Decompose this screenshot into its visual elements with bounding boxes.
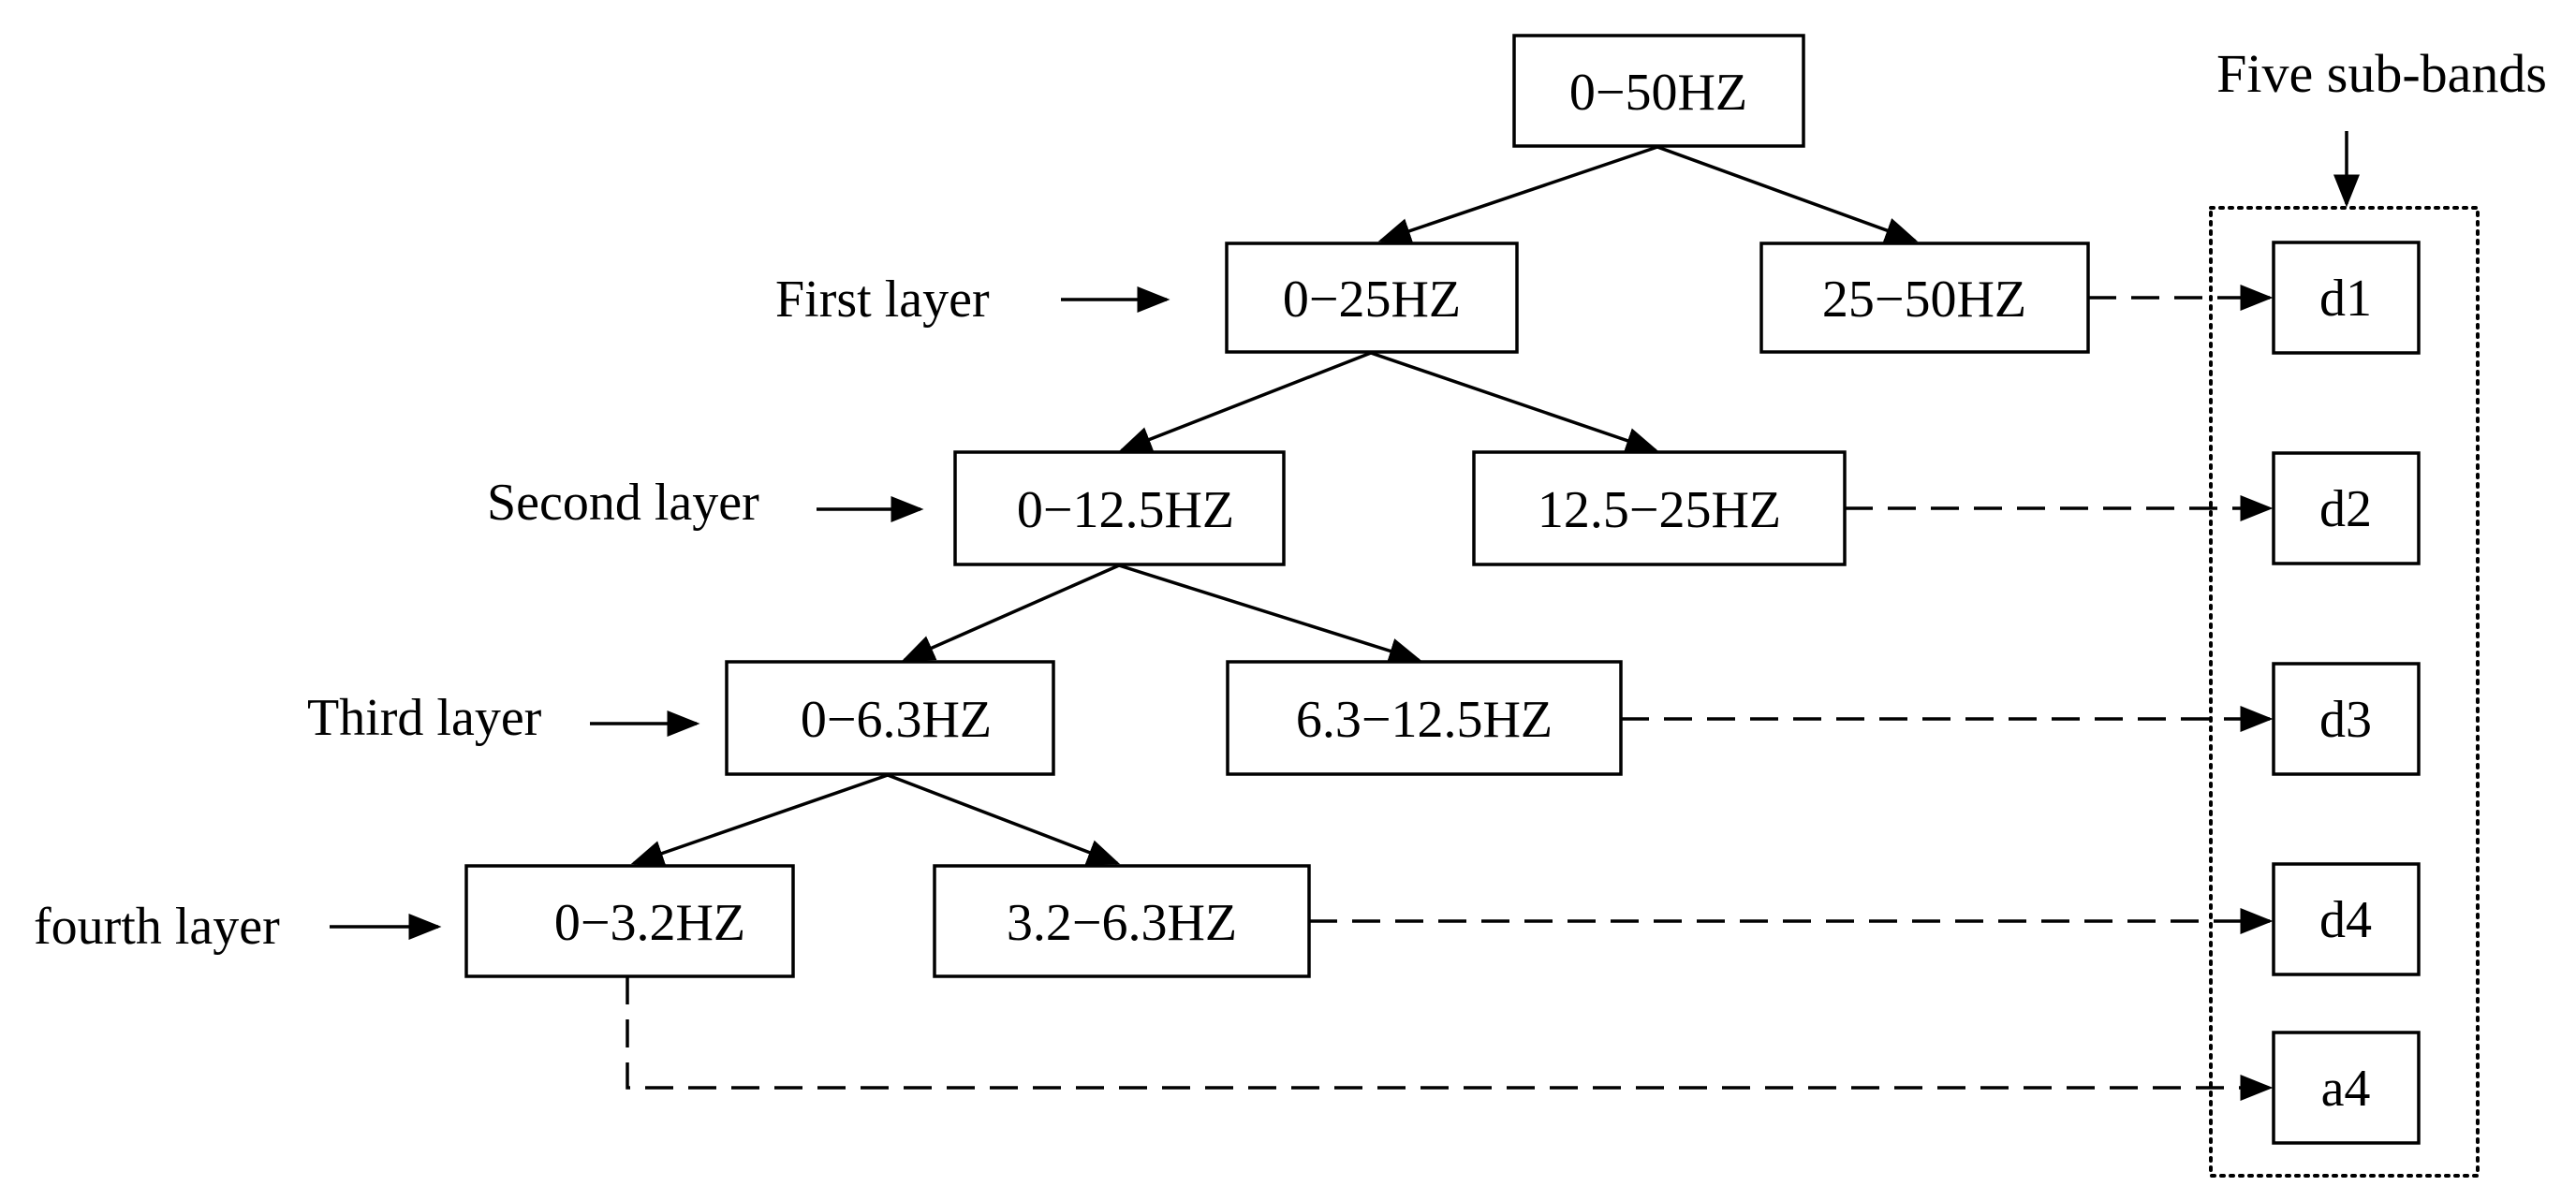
node-root-label: 0−50HZ bbox=[1569, 64, 1747, 122]
sub-band-d3: d3 bbox=[2272, 662, 2421, 776]
sub-band-d4: d4 bbox=[2272, 862, 2421, 976]
node-first-high: 25−50HZ bbox=[1759, 242, 2090, 354]
node-third-high: 6.3−12.5HZ bbox=[1226, 660, 1623, 776]
node-third-low-label: 0−6.3HZ bbox=[801, 691, 992, 749]
node-fourth-low-label: 0−3.2HZ bbox=[554, 894, 745, 952]
edge-second-to-third-high bbox=[1118, 564, 1422, 664]
edge-root-to-first-high bbox=[1656, 145, 1919, 243]
node-second-high: 12.5−25HZ bbox=[1472, 450, 1847, 566]
node-first-low: 0−25HZ bbox=[1225, 242, 1519, 354]
sub-bands-title: Five sub-bands bbox=[2216, 43, 2547, 104]
sub-band-d2-label: d2 bbox=[2319, 480, 2372, 538]
node-first-low-label: 0−25HZ bbox=[1283, 271, 1461, 329]
edge-second-to-third-low bbox=[901, 564, 1120, 662]
node-second-high-label: 12.5−25HZ bbox=[1538, 481, 1781, 539]
second-layer-label: Second layer bbox=[487, 474, 759, 532]
third-layer-label: Third layer bbox=[307, 689, 542, 747]
node-fourth-high: 3.2−6.3HZ bbox=[933, 864, 1311, 978]
tree-edges bbox=[630, 145, 1919, 866]
edge-root-to-first-low bbox=[1377, 145, 1658, 244]
node-second-low-label: 0−12.5HZ bbox=[1017, 481, 1234, 539]
node-third-low: 0−6.3HZ bbox=[725, 660, 1055, 776]
node-fourth-low: 0−3.2HZ bbox=[464, 864, 795, 978]
edge-first-to-second-high bbox=[1370, 351, 1659, 454]
sub-band-connectors bbox=[626, 285, 2274, 1101]
layer-arrows bbox=[330, 131, 2360, 940]
edge-first-to-second-low bbox=[1118, 351, 1372, 452]
node-root: 0−50HZ bbox=[1512, 34, 1805, 148]
connector-a4 bbox=[626, 976, 2274, 1101]
node-fourth-high-label: 3.2−6.3HZ bbox=[1007, 894, 1237, 952]
sub-bands-frame bbox=[2209, 206, 2480, 1178]
sub-band-a4-label: a4 bbox=[2321, 1060, 2371, 1118]
node-second-low: 0−12.5HZ bbox=[953, 450, 1286, 566]
sub-band-d1-label: d1 bbox=[2319, 270, 2372, 328]
sub-band-d2: d2 bbox=[2272, 451, 2421, 565]
sub-band-d3-label: d3 bbox=[2319, 691, 2372, 749]
sub-band-d1: d1 bbox=[2272, 241, 2421, 355]
edge-third-to-fourth-low bbox=[630, 773, 889, 866]
first-layer-label: First layer bbox=[775, 271, 990, 329]
node-third-high-label: 6.3−12.5HZ bbox=[1296, 691, 1553, 749]
sub-band-d4-label: d4 bbox=[2319, 891, 2372, 949]
fourth-layer-label: fourth layer bbox=[34, 898, 280, 956]
node-first-high-label: 25−50HZ bbox=[1822, 271, 2026, 329]
edge-third-to-fourth-high bbox=[887, 773, 1121, 865]
sub-band-a4: a4 bbox=[2272, 1031, 2421, 1145]
